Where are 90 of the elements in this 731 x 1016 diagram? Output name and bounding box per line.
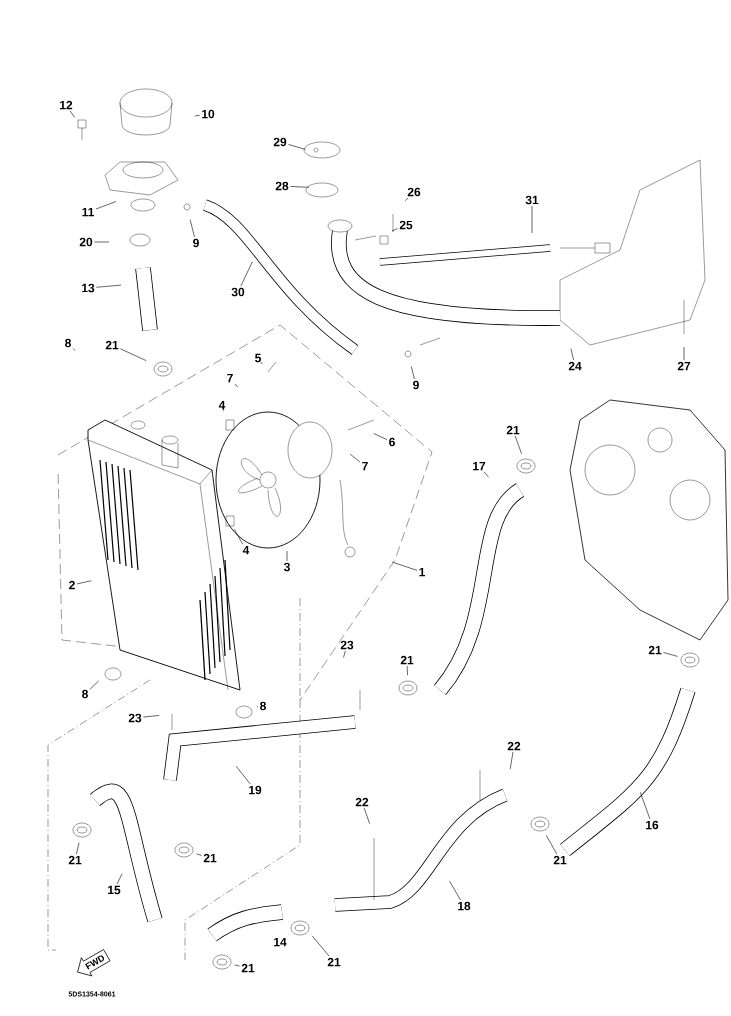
leader-line (222, 407, 224, 412)
leader-line (196, 853, 202, 856)
callout-number: 24 (568, 361, 582, 371)
callout-number: 21 (68, 855, 82, 865)
callout-number: 19 (249, 785, 262, 795)
callout-number: 22 (355, 797, 369, 807)
leader-line (95, 201, 117, 210)
leader-line (392, 561, 418, 571)
leader-line (406, 665, 408, 676)
callout-number: 13 (82, 283, 95, 293)
callout-number: 4 (242, 545, 250, 555)
leader-line (683, 346, 685, 361)
callout-number: 7 (227, 373, 233, 383)
callout-number: 22 (507, 741, 521, 751)
leader-line (76, 580, 92, 585)
leader-line (391, 228, 398, 232)
callout-number: 18 (458, 901, 471, 911)
leader-line (570, 348, 574, 361)
leader-line (343, 650, 346, 658)
leader-line (514, 435, 522, 455)
callout-number: 21 (506, 425, 520, 435)
leader-line (363, 807, 370, 825)
callout-number: 30 (231, 287, 245, 297)
leader-line (76, 842, 80, 855)
callout-number: 2 (69, 580, 75, 590)
callout-number: 20 (79, 237, 93, 247)
callout-number: 14 (274, 937, 287, 947)
callout-number: 8 (65, 338, 71, 348)
callout-number: 21 (400, 655, 414, 665)
leader-line (531, 205, 533, 234)
leader-line (69, 110, 75, 118)
leader-line (234, 529, 244, 545)
leader-line (640, 791, 651, 820)
leader-line (260, 361, 263, 365)
callout-number: 6 (389, 437, 395, 447)
leader-line (240, 261, 253, 287)
callout-number: 10 (202, 109, 215, 119)
callout-number: 21 (327, 957, 341, 967)
callout-number: 29 (273, 137, 287, 147)
callout-number: 11 (82, 207, 94, 217)
callout-number: 8 (260, 701, 266, 711)
leader-line (373, 433, 388, 440)
leader-line (290, 186, 310, 188)
callout-number: 21 (241, 963, 255, 973)
leader-line (96, 284, 122, 288)
callout-number: 21 (648, 645, 662, 655)
callout-number: 1 (419, 567, 425, 577)
callout-number: 28 (275, 181, 289, 191)
leader-line (235, 765, 251, 785)
leader-line (349, 453, 361, 463)
callout-number: 7 (362, 461, 368, 471)
leader-line (89, 680, 99, 690)
callout-number: 21 (553, 855, 567, 865)
callout-number: 8 (82, 689, 88, 699)
leader-line (234, 383, 238, 388)
callout-number: 4 (218, 400, 226, 410)
callout-number: 3 (283, 562, 290, 572)
leader-line (189, 219, 195, 238)
leader-line (509, 751, 514, 770)
leader-line (663, 652, 678, 657)
callout-number: 12 (60, 100, 73, 110)
callout-number: 21 (203, 853, 217, 863)
callout-number: 16 (646, 820, 659, 830)
leader-line (546, 835, 558, 855)
callout-number: 23 (340, 640, 354, 650)
callout-number: 21 (105, 340, 119, 350)
leader-line (483, 471, 489, 478)
leader-line (143, 715, 160, 718)
callout-number: 15 (108, 885, 121, 895)
callout-number: 9 (193, 238, 199, 248)
callout-number: 26 (407, 187, 421, 197)
leader-line (116, 873, 123, 885)
leader-line (286, 550, 288, 562)
leader-line (449, 880, 461, 901)
leader-line (288, 144, 306, 150)
leader-line (120, 348, 147, 361)
leader-line (234, 964, 240, 967)
callout-number: 17 (473, 461, 486, 471)
leader-line (410, 366, 415, 380)
callout-number: 27 (677, 361, 691, 371)
leader-line (312, 935, 330, 957)
callout-number: 9 (413, 380, 419, 390)
callout-number: 31 (525, 195, 539, 205)
leader-line (194, 115, 200, 117)
callout-number: 23 (128, 713, 142, 723)
callout-number: 5 (255, 353, 261, 363)
callout-number: 25 (399, 220, 413, 230)
leader-line (94, 241, 110, 243)
leader-line (404, 197, 409, 202)
leader-line (72, 348, 76, 351)
